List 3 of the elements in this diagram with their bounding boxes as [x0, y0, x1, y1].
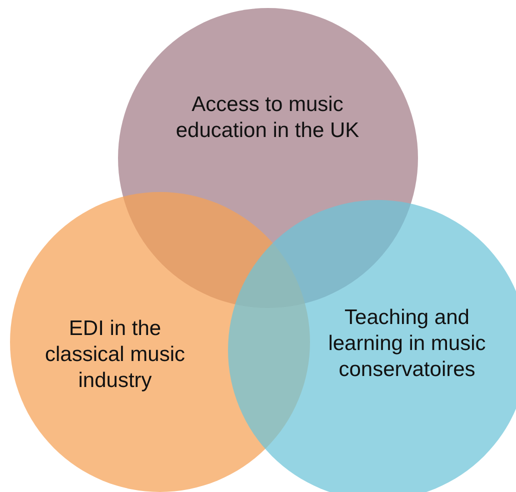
circle-label: EDI in the classical music industry — [44, 316, 186, 394]
circle-label: Access to music education in the UK — [174, 92, 360, 144]
circle-label: Teaching and learning in music conservatoires — [327, 305, 487, 383]
